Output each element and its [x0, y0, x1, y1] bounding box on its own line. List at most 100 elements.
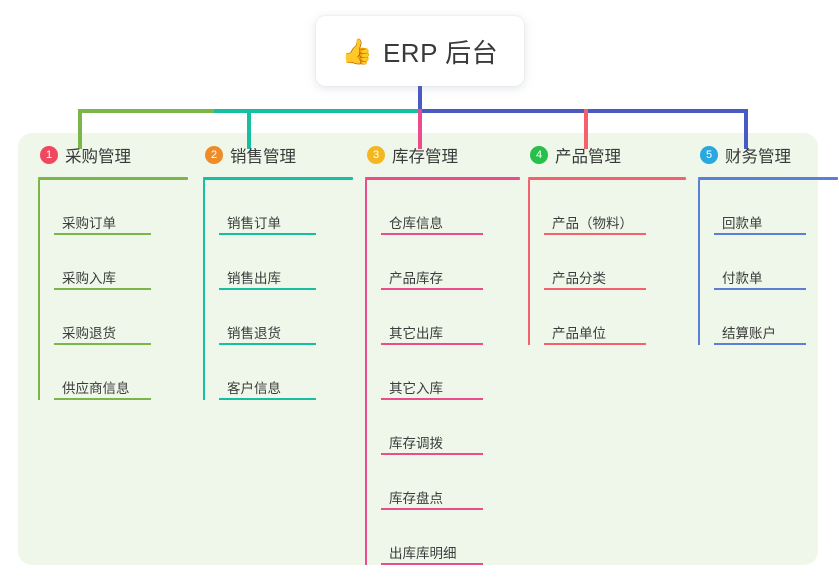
list-item-label: 其它入库 — [389, 380, 443, 396]
branch-header[interactable]: 4 产品管理 — [528, 142, 686, 168]
branch-column-finance: 5 财务管理 回款单 付款单 结算账户 — [698, 142, 838, 345]
list-item-underline — [54, 288, 151, 290]
list-item-label: 产品库存 — [389, 270, 443, 286]
list-item-label: 产品（物料） — [552, 215, 633, 231]
branch-header[interactable]: 5 财务管理 — [698, 142, 838, 168]
branch-spine — [698, 180, 700, 345]
connector-drop-1 — [78, 109, 82, 149]
list-item[interactable]: 库存调拨 — [381, 400, 520, 455]
list-item-label: 采购订单 — [62, 215, 116, 231]
list-item-label: 客户信息 — [227, 380, 281, 396]
list-item-underline — [714, 288, 806, 290]
connector-drop-5 — [744, 109, 748, 149]
list-item[interactable]: 产品库存 — [381, 235, 520, 290]
list-item-underline — [544, 288, 646, 290]
list-item[interactable]: 回款单 — [714, 180, 838, 235]
connector-bus-teal — [214, 109, 420, 113]
list-item-underline — [381, 288, 483, 290]
branch-badge: 5 — [700, 146, 718, 164]
diagram-background-panel — [18, 133, 818, 565]
list-item-underline — [714, 233, 806, 235]
list-item-label: 仓库信息 — [389, 215, 443, 231]
list-item-underline — [381, 453, 483, 455]
list-item[interactable]: 产品单位 — [544, 290, 686, 345]
list-item[interactable]: 销售出库 — [219, 235, 353, 290]
branch-title: 财务管理 — [725, 148, 791, 166]
list-item[interactable]: 产品分类 — [544, 235, 686, 290]
list-item[interactable]: 仓库信息 — [381, 180, 520, 235]
list-item[interactable]: 采购入库 — [54, 235, 188, 290]
list-item[interactable]: 采购订单 — [54, 180, 188, 235]
list-item[interactable]: 结算账户 — [714, 290, 838, 345]
list-item-underline — [544, 233, 646, 235]
branch-badge: 2 — [205, 146, 223, 164]
branch-column-product: 4 产品管理 产品（物料） 产品分类 产品单位 — [528, 142, 686, 345]
list-item-label: 其它出库 — [389, 325, 443, 341]
list-item-label: 结算账户 — [722, 325, 776, 341]
branch-title: 产品管理 — [555, 148, 621, 166]
list-item-label: 回款单 — [722, 215, 763, 231]
list-item-label: 销售退货 — [227, 325, 281, 341]
list-item[interactable]: 采购退货 — [54, 290, 188, 345]
branch-underline — [698, 177, 838, 180]
branch-item-list: 产品（物料） 产品分类 产品单位 — [528, 180, 686, 345]
list-item-label: 库存盘点 — [389, 490, 443, 506]
connector-root-stem — [418, 84, 422, 111]
list-item-underline — [54, 343, 151, 345]
list-item[interactable]: 产品（物料） — [544, 180, 686, 235]
list-item-underline — [54, 233, 151, 235]
root-node-card[interactable]: 👍 ERP 后台 — [316, 16, 524, 86]
branch-underline — [38, 177, 188, 180]
list-item[interactable]: 其它出库 — [381, 290, 520, 345]
branch-column-purchasing: 1 采购管理 采购订单 采购入库 采购退货 供应商信息 — [38, 142, 188, 400]
branch-badge: 1 — [40, 146, 58, 164]
list-item[interactable]: 销售订单 — [219, 180, 353, 235]
list-item-underline — [219, 233, 316, 235]
branch-item-list: 采购订单 采购入库 采购退货 供应商信息 — [38, 180, 188, 400]
list-item[interactable]: 库存盘点 — [381, 455, 520, 510]
list-item-underline — [381, 343, 483, 345]
list-item-underline — [381, 233, 483, 235]
list-item[interactable]: 其它入库 — [381, 345, 520, 400]
list-item-label: 采购入库 — [62, 270, 116, 286]
branch-badge: 4 — [530, 146, 548, 164]
list-item[interactable]: 出库库明细 — [381, 510, 520, 565]
branch-spine — [203, 180, 205, 400]
list-item-label: 产品单位 — [552, 325, 606, 341]
list-item-label: 销售出库 — [227, 270, 281, 286]
list-item-label: 付款单 — [722, 270, 763, 286]
list-item[interactable]: 付款单 — [714, 235, 838, 290]
list-item-underline — [219, 398, 316, 400]
list-item[interactable]: 客户信息 — [219, 345, 353, 400]
branch-column-sales: 2 销售管理 销售订单 销售出库 销售退货 客户信息 — [203, 142, 353, 400]
branch-spine — [38, 180, 40, 400]
list-item-label: 库存调拨 — [389, 435, 443, 451]
branch-header[interactable]: 2 销售管理 — [203, 142, 353, 168]
branch-badge: 3 — [367, 146, 385, 164]
branch-title: 采购管理 — [65, 148, 131, 166]
root-node-title: ERP 后台 — [382, 37, 499, 68]
list-item-underline — [54, 398, 151, 400]
list-item-label: 产品分类 — [552, 270, 606, 286]
list-item-underline — [544, 343, 646, 345]
branch-title: 销售管理 — [230, 148, 296, 166]
list-item[interactable]: 销售退货 — [219, 290, 353, 345]
branch-underline — [528, 177, 686, 180]
connector-drop-2 — [247, 109, 251, 149]
branch-underline — [203, 177, 353, 180]
branch-header[interactable]: 3 库存管理 — [365, 142, 520, 168]
branch-item-list: 回款单 付款单 结算账户 — [698, 180, 838, 345]
list-item-label: 销售订单 — [227, 215, 281, 231]
list-item[interactable]: 供应商信息 — [54, 345, 188, 400]
branch-spine — [528, 180, 530, 345]
list-item-underline — [381, 508, 483, 510]
list-item-underline — [381, 398, 483, 400]
list-item-label: 采购退货 — [62, 325, 116, 341]
branch-header[interactable]: 1 采购管理 — [38, 142, 188, 168]
list-item-label: 出库库明细 — [389, 545, 457, 561]
branch-item-list: 仓库信息 产品库存 其它出库 其它入库 库存调拨 库存盘点 出库库明细 — [365, 180, 520, 565]
thumbs-up-icon: 👍 — [341, 37, 373, 66]
list-item-underline — [219, 288, 316, 290]
list-item-underline — [714, 343, 806, 345]
list-item-underline — [381, 563, 483, 565]
